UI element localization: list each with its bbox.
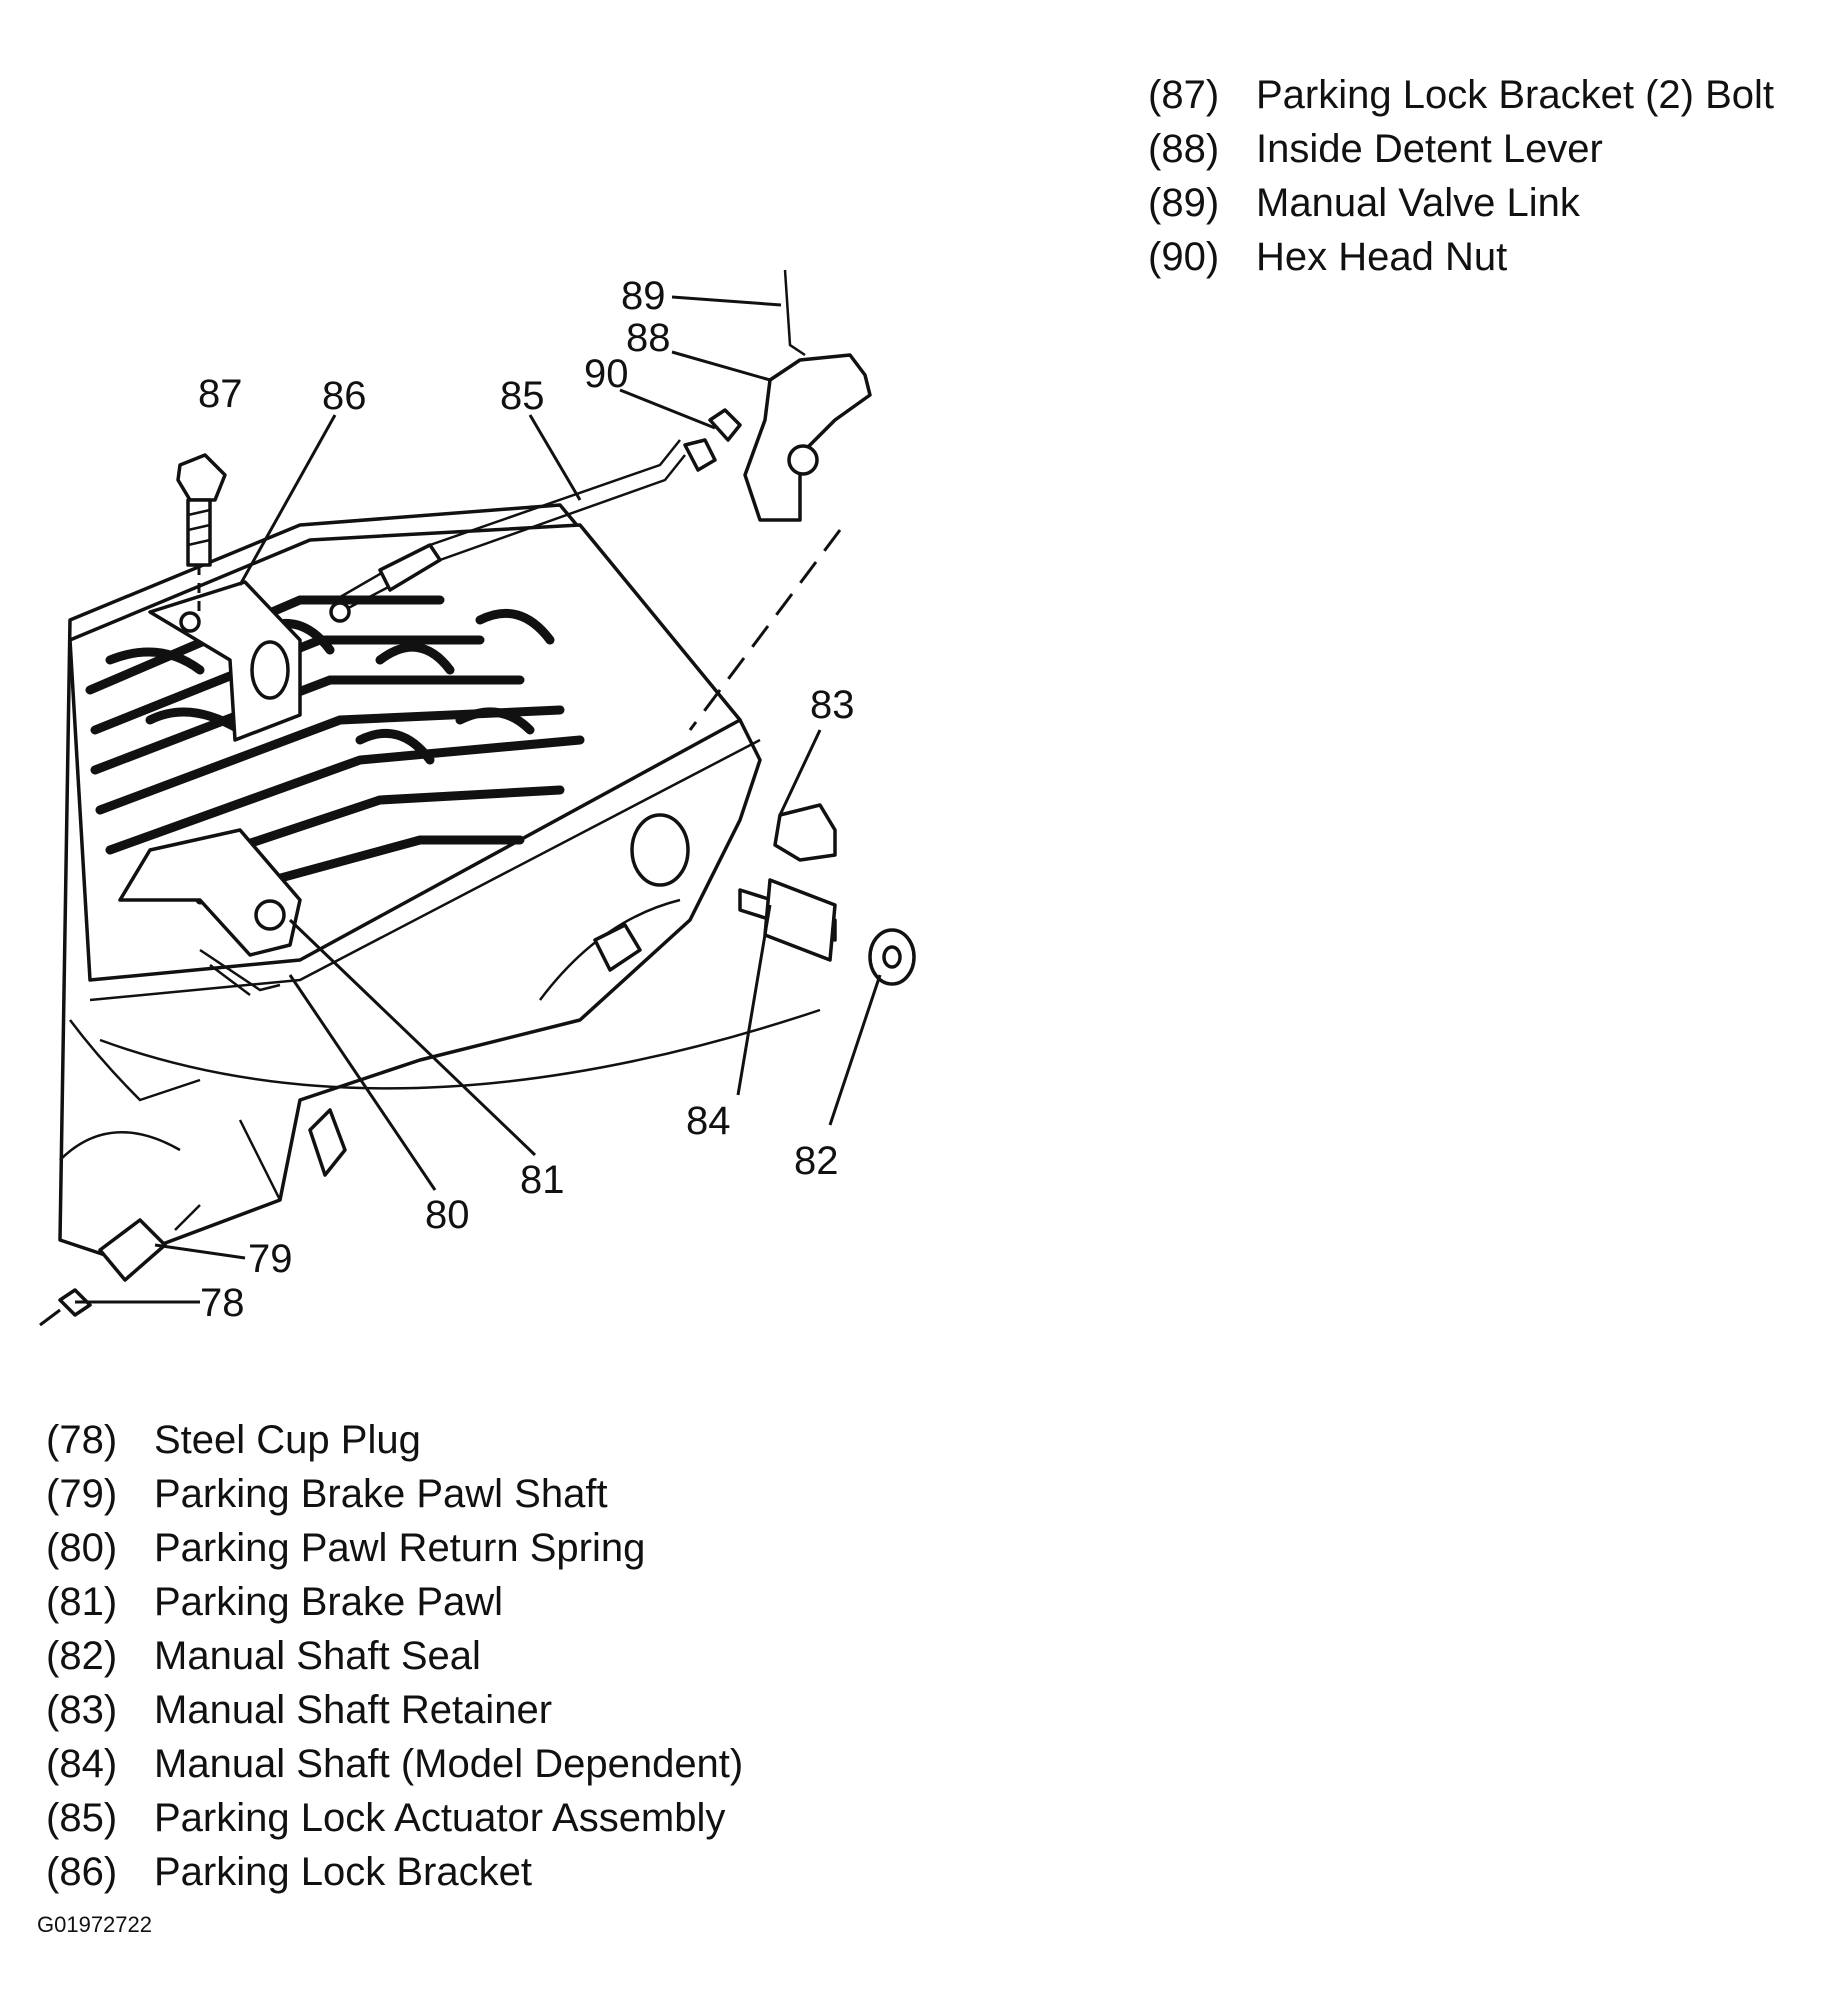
legend-item: (86) Parking Lock Bracket — [46, 1845, 743, 1899]
callout-88: 88 — [626, 316, 671, 360]
legend-item: (80) Parking Pawl Return Spring — [46, 1521, 743, 1575]
legend-item: (79) Parking Brake Pawl Shaft — [46, 1467, 743, 1521]
legend-text: Manual Valve Link — [1256, 181, 1580, 225]
legend-number: (88) — [1148, 127, 1220, 171]
legend-text: Manual Shaft Seal — [154, 1634, 481, 1678]
callout-84: 84 — [686, 1099, 731, 1143]
legend-item: (84) Manual Shaft (Model Dependent) — [46, 1737, 743, 1791]
legend-item: (83) Manual Shaft Retainer — [46, 1683, 743, 1737]
legend-number: (82) — [46, 1634, 118, 1678]
legend-number: (87) — [1148, 73, 1220, 117]
legend-text: Hex Head Nut — [1256, 235, 1508, 279]
legend-number: (86) — [46, 1850, 118, 1894]
legend-text: Parking Lock Bracket (2) Bolt — [1256, 73, 1774, 117]
leader-lines — [75, 295, 882, 1304]
legend-number: (80) — [46, 1526, 118, 1570]
legend-text: Manual Shaft (Model Dependent) — [154, 1742, 744, 1786]
legend-number: (90) — [1148, 235, 1220, 279]
valve-body-passages — [85, 595, 585, 905]
legend-item: (85) Parking Lock Actuator Assembly — [46, 1791, 743, 1845]
legend-item: (78) Steel Cup Plug — [46, 1413, 743, 1467]
legend-number: (89) — [1148, 181, 1220, 225]
legend-text: Parking Brake Pawl Shaft — [154, 1472, 608, 1516]
legend-item: (87) Parking Lock Bracket (2) Bolt — [1148, 68, 1774, 122]
callout-78: 78 — [200, 1281, 245, 1325]
legend-text: Steel Cup Plug — [154, 1418, 421, 1462]
legend-text: Manual Shaft Retainer — [154, 1688, 553, 1732]
callout-81: 81 — [520, 1158, 565, 1202]
callout-80: 80 — [425, 1193, 470, 1237]
legend-number: (85) — [46, 1796, 118, 1840]
callout-86: 86 — [322, 374, 367, 418]
transmission-case-illustration — [39, 269, 916, 1327]
legend-text: Inside Detent Lever — [1256, 127, 1603, 171]
legend-text: Parking Pawl Return Spring — [154, 1526, 646, 1570]
callout-87: 87 — [198, 372, 243, 416]
legend-item: (89) Manual Valve Link — [1148, 176, 1774, 230]
legend-text: Parking Lock Actuator Assembly — [154, 1796, 726, 1840]
legend-right: (87) Parking Lock Bracket (2) Bolt (88) In… — [1148, 68, 1774, 284]
legend-item: (81) Parking Brake Pawl — [46, 1575, 743, 1629]
legend-left: (78) Steel Cup Plug (79) Parking Brake Paw… — [46, 1413, 743, 1899]
legend-item: (90) Hex Head Nut — [1148, 230, 1774, 284]
legend-number: (78) — [46, 1418, 118, 1462]
legend-number: (83) — [46, 1688, 118, 1732]
callout-90: 90 — [584, 352, 629, 396]
callout-85: 85 — [500, 374, 545, 418]
legend-number: (84) — [46, 1742, 118, 1786]
legend-text: Parking Brake Pawl — [154, 1580, 504, 1624]
legend-number: (81) — [46, 1580, 118, 1624]
legend-text: Parking Lock Bracket — [154, 1850, 532, 1894]
callout-83: 83 — [810, 683, 855, 727]
callout-89: 89 — [621, 274, 666, 318]
legend-item: (88) Inside Detent Lever — [1148, 122, 1774, 176]
callout-79: 79 — [248, 1237, 293, 1281]
figure-id: G01972722 — [37, 1912, 152, 1937]
callout-82: 82 — [794, 1139, 839, 1183]
legend-number: (79) — [46, 1472, 118, 1516]
legend-item: (82) Manual Shaft Seal — [46, 1629, 743, 1683]
